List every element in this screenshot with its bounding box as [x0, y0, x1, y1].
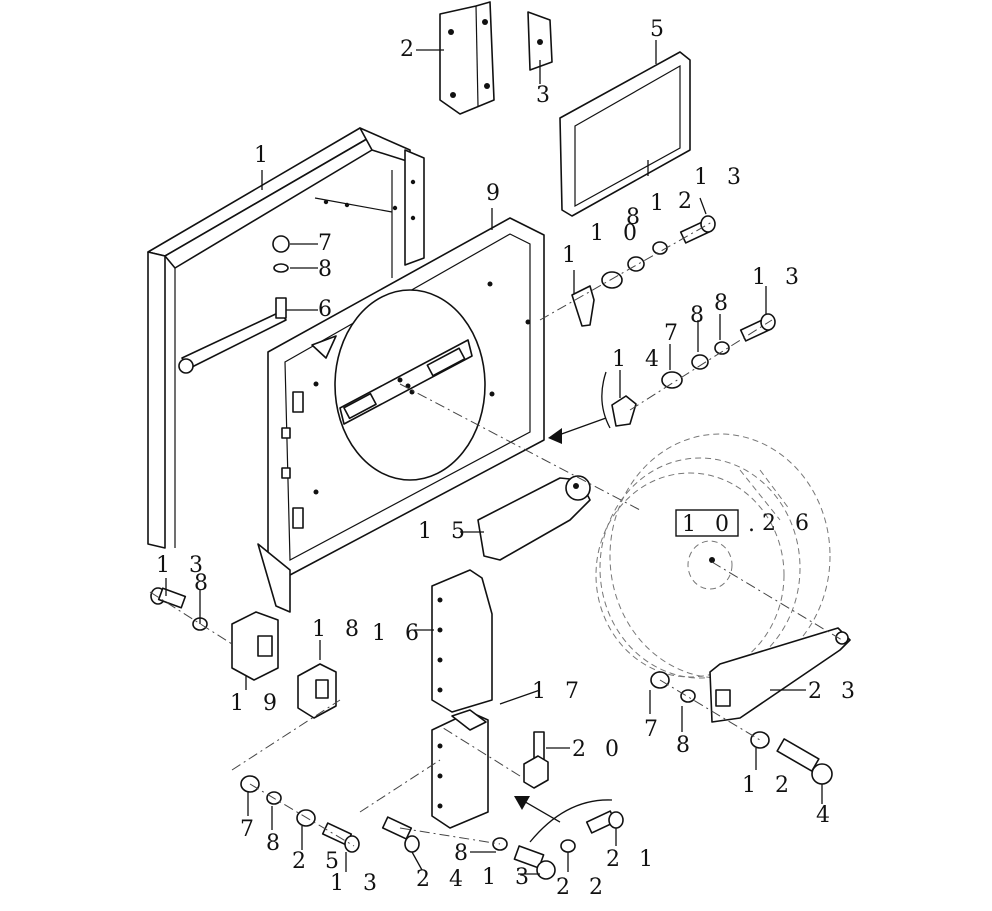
callout-7-bottom: 7: [240, 817, 260, 842]
callout-10: 1 0: [590, 221, 643, 246]
reference-label: 1 0 .: [682, 512, 761, 537]
callout-23: 2 3: [808, 679, 861, 704]
callout-8-bottom-b: 8: [454, 841, 474, 866]
callout-26: 2 6: [762, 511, 815, 536]
callout-3: 3: [536, 83, 556, 108]
callout-8-left: 8: [194, 571, 214, 596]
callout-8-bottom: 8: [266, 831, 286, 856]
leader-lines: [165, 40, 823, 875]
callout-2: 2: [400, 37, 420, 62]
callout-13-bottom-a: 1 3: [330, 871, 383, 896]
callout-4: 4: [816, 803, 836, 828]
callout-7-right: 7: [644, 717, 664, 742]
callout-12: 1 2: [742, 773, 795, 798]
callout-6: 6: [318, 297, 338, 322]
strut-part: [178, 235, 290, 374]
shroud-part: [257, 217, 545, 613]
callout-7-strut: 7: [318, 231, 338, 256]
callout-13-top: 1 3: [694, 165, 747, 190]
panel-part: [559, 51, 691, 217]
axis-lines: [149, 221, 843, 847]
pin-part: [523, 731, 549, 789]
arm-part: [709, 627, 851, 723]
callout-19: 1 9: [230, 691, 283, 716]
callout-25: 2 5: [292, 849, 345, 874]
callout-2-top: 2: [678, 189, 698, 214]
callout-9: 9: [486, 181, 506, 206]
callout-5: 5: [650, 17, 670, 42]
reference-box: 1 0 .: [675, 509, 761, 537]
callout-8-mid-a: 8: [690, 303, 710, 328]
callout-8-strut: 8: [318, 257, 338, 282]
frame-part: [147, 127, 425, 549]
callout-21: 2 1: [606, 847, 659, 872]
hardware-bottom: [150, 587, 833, 880]
bracket-parts: [439, 1, 553, 115]
callout-8-right: 8: [676, 733, 696, 758]
callout-13-left: 1 3: [156, 553, 209, 578]
callout-1-side: 1: [562, 243, 582, 268]
hardware-row-mid: [611, 313, 776, 427]
clip-parts: [231, 611, 337, 719]
link-arm-part: [477, 475, 591, 561]
callout-1: 1: [254, 143, 274, 168]
callout-13-mid: 1 3: [752, 265, 805, 290]
callout-22: 2 2: [556, 875, 609, 900]
callout-15: 1 5: [418, 519, 471, 544]
callout-24: 2 4: [416, 867, 469, 892]
callout-8-mid-b: 8: [714, 291, 734, 316]
callout-17: 1 7: [532, 679, 585, 704]
callout-20: 2 0: [572, 737, 625, 762]
arrows: [514, 371, 613, 843]
callout-16: 1 6: [372, 621, 425, 646]
callout-7-mid: 7: [664, 321, 684, 346]
upright-parts: [431, 569, 493, 829]
callout-14: 1 4: [612, 347, 665, 372]
callout-1-top: 1: [650, 191, 670, 216]
callout-labels: 1 2 3 5 9 1 3 2 1 8 1 0 1 7 8 6 1 3 7 8 …: [156, 17, 861, 900]
callout-18: 1 8: [312, 617, 365, 642]
callout-8-top: 8: [626, 205, 646, 230]
callout-13-bottom-b: 1 3: [482, 865, 535, 890]
